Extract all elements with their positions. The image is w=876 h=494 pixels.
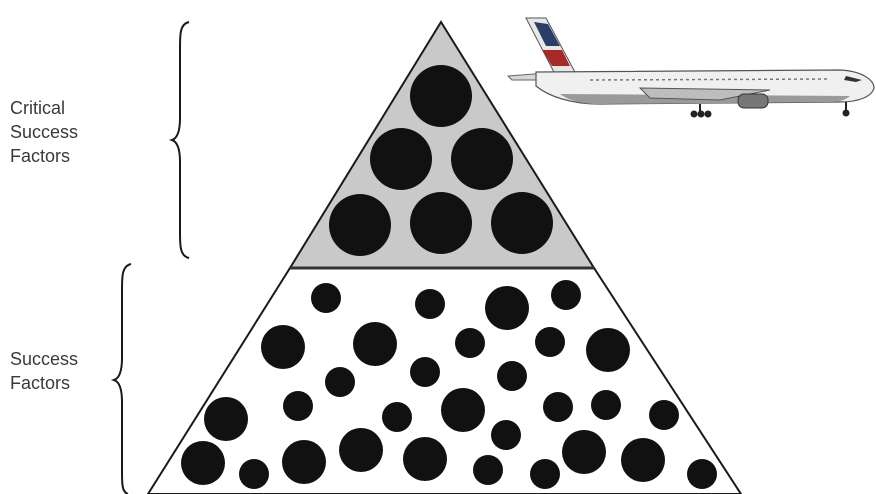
success-factor-circle	[455, 328, 485, 358]
success-factor-circle	[441, 388, 485, 432]
success-factor-circle	[353, 322, 397, 366]
success-factor-circle	[687, 459, 717, 489]
critical-factor-circle	[451, 128, 513, 190]
critical-factor-circle	[410, 192, 472, 254]
success-factor-circle	[325, 367, 355, 397]
success-factor-circle	[530, 459, 560, 489]
label-line: Success	[10, 347, 78, 371]
success-factors-label: Success Factors	[10, 347, 78, 395]
success-factor-circle	[410, 357, 440, 387]
critical-factor-circle	[491, 192, 553, 254]
label-line: Factors	[10, 371, 78, 395]
success-factor-circle	[261, 325, 305, 369]
critical-factor-circle	[329, 194, 391, 256]
success-factor-circle	[181, 441, 225, 485]
success-factor-circle	[562, 430, 606, 474]
success-factor-circle	[282, 440, 326, 484]
success-factor-circle	[403, 437, 447, 481]
success-factor-circle	[485, 286, 529, 330]
success-factor-circle	[586, 328, 630, 372]
success-factor-circle	[621, 438, 665, 482]
label-line: Critical	[10, 96, 78, 120]
success-factor-circle	[551, 280, 581, 310]
success-factor-circle	[591, 390, 621, 420]
success-factor-circle	[535, 327, 565, 357]
left-brace-icon	[114, 264, 131, 494]
success-factor-circle	[415, 289, 445, 319]
label-line: Factors	[10, 144, 78, 168]
critical-factor-circle	[410, 65, 472, 127]
success-factor-circle	[649, 400, 679, 430]
success-factor-circle	[473, 455, 503, 485]
success-factor-circle	[491, 420, 521, 450]
success-factor-circle	[311, 283, 341, 313]
success-factor-circle	[283, 391, 313, 421]
critical-success-factors-label: Critical Success Factors	[10, 96, 78, 168]
success-factor-circle	[543, 392, 573, 422]
success-factor-circle	[497, 361, 527, 391]
left-brace-icon	[172, 22, 189, 258]
success-factor-circle	[339, 428, 383, 472]
airplane-icon	[508, 18, 874, 118]
success-factor-circle	[204, 397, 248, 441]
critical-factor-circle	[370, 128, 432, 190]
success-factor-circle	[239, 459, 269, 489]
label-line: Success	[10, 120, 78, 144]
success-factor-circle	[382, 402, 412, 432]
